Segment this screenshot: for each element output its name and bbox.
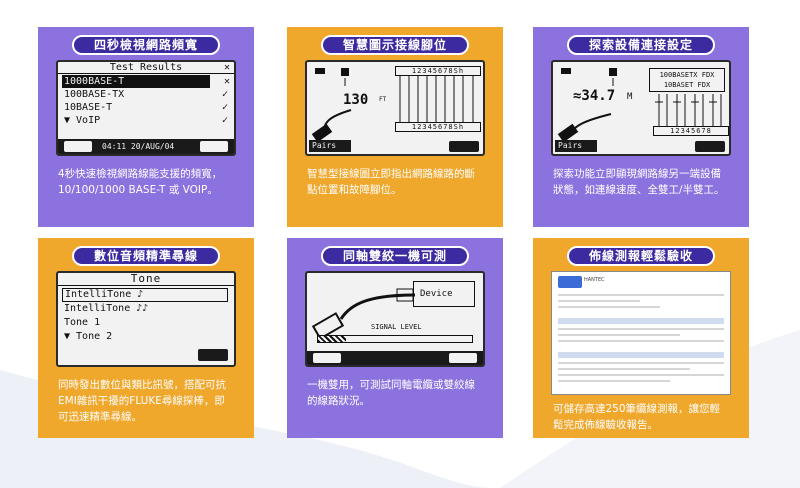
tester-screen: Device SIGNAL LEVEL bbox=[305, 271, 485, 367]
card-coax: 同軸雙絞一機可測 Device SIGNAL LEVEL 一機雙用，可測試同軸電… bbox=[287, 238, 503, 438]
tester-screen: Test Results ✕ 1000BASE-T ✕ 100BASE-TX ✓… bbox=[56, 60, 236, 156]
result-label: 1000BASE-T bbox=[64, 76, 125, 87]
screen-status-bar bbox=[307, 351, 483, 365]
device-icon bbox=[200, 141, 228, 152]
distance-unit: FT bbox=[379, 96, 387, 103]
pair-arrows bbox=[655, 94, 722, 126]
distance-unit: M bbox=[627, 92, 633, 102]
screen-header-label: Test Results bbox=[109, 62, 183, 73]
result-label: 10BASE-T bbox=[64, 102, 113, 113]
tone-option: ▼ Tone 2 bbox=[64, 331, 113, 342]
tone-option: IntelliTone ♪♪ bbox=[64, 303, 149, 314]
search-icon bbox=[313, 353, 341, 363]
card-title: 同軸雙絞一機可測 bbox=[321, 246, 469, 266]
coax-cable-icon bbox=[311, 288, 416, 339]
card-description: 同時發出數位與類比訊號，搭配可抗EMI雜訊干擾的FLUKE尋線探棒，即可迅速精準… bbox=[58, 379, 226, 423]
card-description: 智慧型接線圖立即指出網路線路的斷點位置和故障腳位。 bbox=[307, 168, 475, 196]
pass-icon: ✓ bbox=[221, 89, 228, 100]
fail-icon: ✕ bbox=[223, 76, 230, 87]
tester-screen: 12345678Sh 12345678Sh 130 FT Pairs bbox=[305, 60, 485, 156]
card-description: 可儲存高達250筆纜線測報，讓您輕鬆完成佈線驗收報告。 bbox=[553, 403, 721, 431]
card-title: 智慧圖示接線腳位 bbox=[321, 35, 469, 55]
datetime-readout: 04:11 20/AUG/04 bbox=[102, 142, 175, 151]
card-title: 數位音頻精準尋線 bbox=[72, 246, 220, 266]
cable-icon bbox=[557, 68, 617, 142]
card-title: 四秒檢視網路頻寬 bbox=[72, 35, 220, 55]
card-title: 佈線測報輕鬆驗收 bbox=[567, 246, 715, 266]
brand-logo-icon bbox=[558, 276, 582, 288]
device-icon bbox=[449, 141, 479, 152]
device-icon bbox=[695, 141, 725, 152]
tone-option: IntelliTone ♪ bbox=[62, 288, 228, 302]
screen-status-bar: 04:11 20/AUG/04 bbox=[58, 139, 234, 154]
pins-row: 12345678 bbox=[653, 126, 729, 136]
pins-top: 12345678Sh bbox=[395, 66, 481, 76]
brand-name: HANTEC bbox=[584, 277, 605, 283]
result-label: 100BASE-TX bbox=[64, 89, 125, 100]
screen-header: Test Results ✕ bbox=[58, 62, 234, 74]
link-speed-box: 100BASETX FDX 10BASET FDX bbox=[649, 68, 725, 92]
pairs-tab: Pairs bbox=[309, 140, 351, 152]
link-speed-line: 10BASET FDX bbox=[663, 81, 711, 89]
card-tone: 數位音頻精準尋線 Tone IntelliTone ♪ IntelliTone … bbox=[38, 238, 254, 438]
pass-icon: ✓ bbox=[221, 102, 228, 113]
cable-icon bbox=[311, 68, 352, 142]
card-bandwidth: 四秒檢視網路頻寬 Test Results ✕ 1000BASE-T ✕ 100… bbox=[38, 27, 254, 227]
tester-screen: 100BASETX FDX 10BASET FDX 12345678 ≈34.7… bbox=[551, 60, 731, 156]
result-row: ▼ VoIP ✓ bbox=[58, 114, 234, 127]
signal-level-bar bbox=[317, 335, 473, 343]
test-report-preview: HANTEC bbox=[551, 271, 731, 395]
pins-bottom: 12345678Sh bbox=[395, 122, 481, 132]
signal-level-fill bbox=[318, 336, 346, 342]
link-speed-line: 100BASETX FDX bbox=[659, 71, 715, 79]
card-title: 探索設備連接設定 bbox=[567, 35, 715, 55]
card-discovery: 探索設備連接設定 100BASETX FDX 10BASET FDX 12345… bbox=[533, 27, 749, 227]
card-description: 4秒快速檢視網路線能支援的頻寬，10/100/1000 BASE-T 或 VOI… bbox=[58, 168, 223, 196]
device-icon bbox=[198, 349, 228, 361]
card-report: 佈線測報輕鬆驗收 HANTEC 可儲存高達250筆纜線測報，讓您輕鬆完成佈線驗收… bbox=[533, 238, 749, 438]
signal-label: SIGNAL LEVEL bbox=[371, 323, 422, 331]
wiremap-lines bbox=[399, 76, 474, 122]
card-description: 一機雙用，可測試同軸電纜或雙絞線的線路狀況。 bbox=[307, 379, 475, 407]
result-row: 100BASE-TX ✓ bbox=[58, 88, 234, 101]
result-row: 10BASE-T ✓ bbox=[58, 101, 234, 114]
close-icon: ✕ bbox=[223, 62, 230, 73]
tone-option: Tone 1 bbox=[64, 317, 101, 328]
result-row: 1000BASE-T ✕ bbox=[62, 75, 230, 88]
device-label: Device bbox=[413, 281, 475, 307]
tester-screen: Tone IntelliTone ♪ IntelliTone ♪♪ Tone 1… bbox=[56, 271, 236, 367]
pass-icon: ✓ bbox=[221, 115, 228, 126]
distance-readout: 130 bbox=[343, 92, 369, 108]
distance-readout: ≈34.7 bbox=[573, 88, 616, 104]
card-wiremap: 智慧圖示接線腳位 12345678Sh 12345678Sh 130 FT Pa… bbox=[287, 27, 503, 227]
device-icon bbox=[449, 353, 477, 363]
screen-header: Tone bbox=[58, 273, 234, 286]
card-description: 探索功能立即顯現網路線另一端設備狀態，如連線速度、全雙工/半雙工。 bbox=[553, 168, 725, 196]
pairs-tab: Pairs bbox=[555, 140, 597, 152]
search-icon bbox=[64, 141, 92, 152]
result-label: ▼ VoIP bbox=[64, 115, 101, 126]
